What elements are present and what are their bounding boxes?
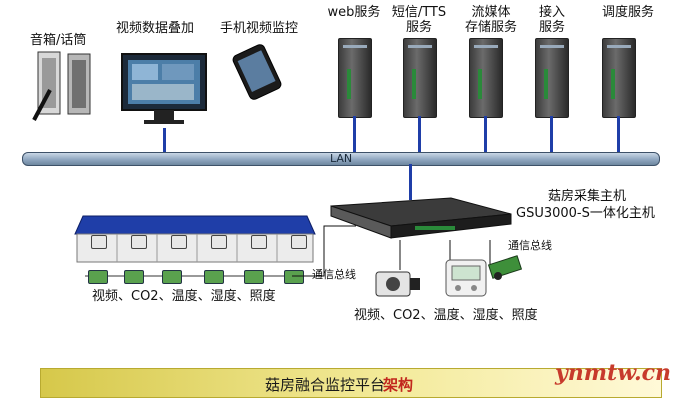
mobile-monitor-label: 手机视频监控 [220,21,299,36]
sensor-board-icon [488,255,523,280]
wire-media [484,116,487,152]
camera-icon [375,271,420,297]
house-camera-6 [291,235,307,249]
wire-monitor [163,128,166,152]
house-camera-1 [91,235,107,249]
speaker-icon [32,51,91,121]
server-media [469,38,503,118]
video-overlay-label: 视频数据叠加 [116,21,195,36]
wire-access [550,116,553,152]
server-access [535,38,569,118]
banner-accent: 架构 [383,376,414,394]
server-dispatch [602,38,636,118]
server-access-label: 接入服务 [538,5,565,35]
server-media-label: 流媒体存储服务 [464,5,517,35]
server-dispatch-label: 调度服务 [601,5,654,20]
server-web [338,38,372,118]
lan-label: LAN [330,152,353,165]
wire-web [353,116,356,152]
sensor-panel-icon [445,259,487,297]
house-sensor-6 [284,270,304,284]
lan-bus [22,152,660,166]
mushroom-house [74,215,316,277]
comm-bus-left-line [292,225,356,277]
wire-dispatch [617,116,620,152]
speaker-mic-label: 音箱/话筒 [30,33,87,48]
house-sensor-4 [204,270,224,284]
comm-bus-right-label: 通信总线 [508,239,552,252]
wire-host [409,164,412,200]
wire-sms [418,116,421,152]
sensor-list-left: 视频、CO2、温度、湿度、照度 [92,289,276,304]
house-camera-5 [251,235,267,249]
house-camera-4 [211,235,227,249]
host-label-line1: 菇房采集主机 [548,189,627,204]
house-sensor-3 [162,270,182,284]
host-device [330,197,512,239]
server-sms [403,38,437,118]
banner-title: 菇房融合监控平台 [265,376,386,394]
phone-icon [232,44,282,100]
sensor-list-right: 视频、CO2、温度、湿度、照度 [354,308,538,323]
house-sensor-1 [88,270,108,284]
server-web-label: web服务 [327,5,381,20]
house-sensor-2 [124,270,144,284]
comm-bus-left-label: 通信总线 [312,268,356,281]
monitor-icon [121,53,207,124]
host-label-line2: GSU3000-S一体化主机 [516,206,655,221]
house-camera-3 [171,235,187,249]
watermark: ynmtw.cn [555,360,671,386]
title-banner [40,368,662,398]
house-sensor-5 [244,270,264,284]
house-camera-2 [131,235,147,249]
